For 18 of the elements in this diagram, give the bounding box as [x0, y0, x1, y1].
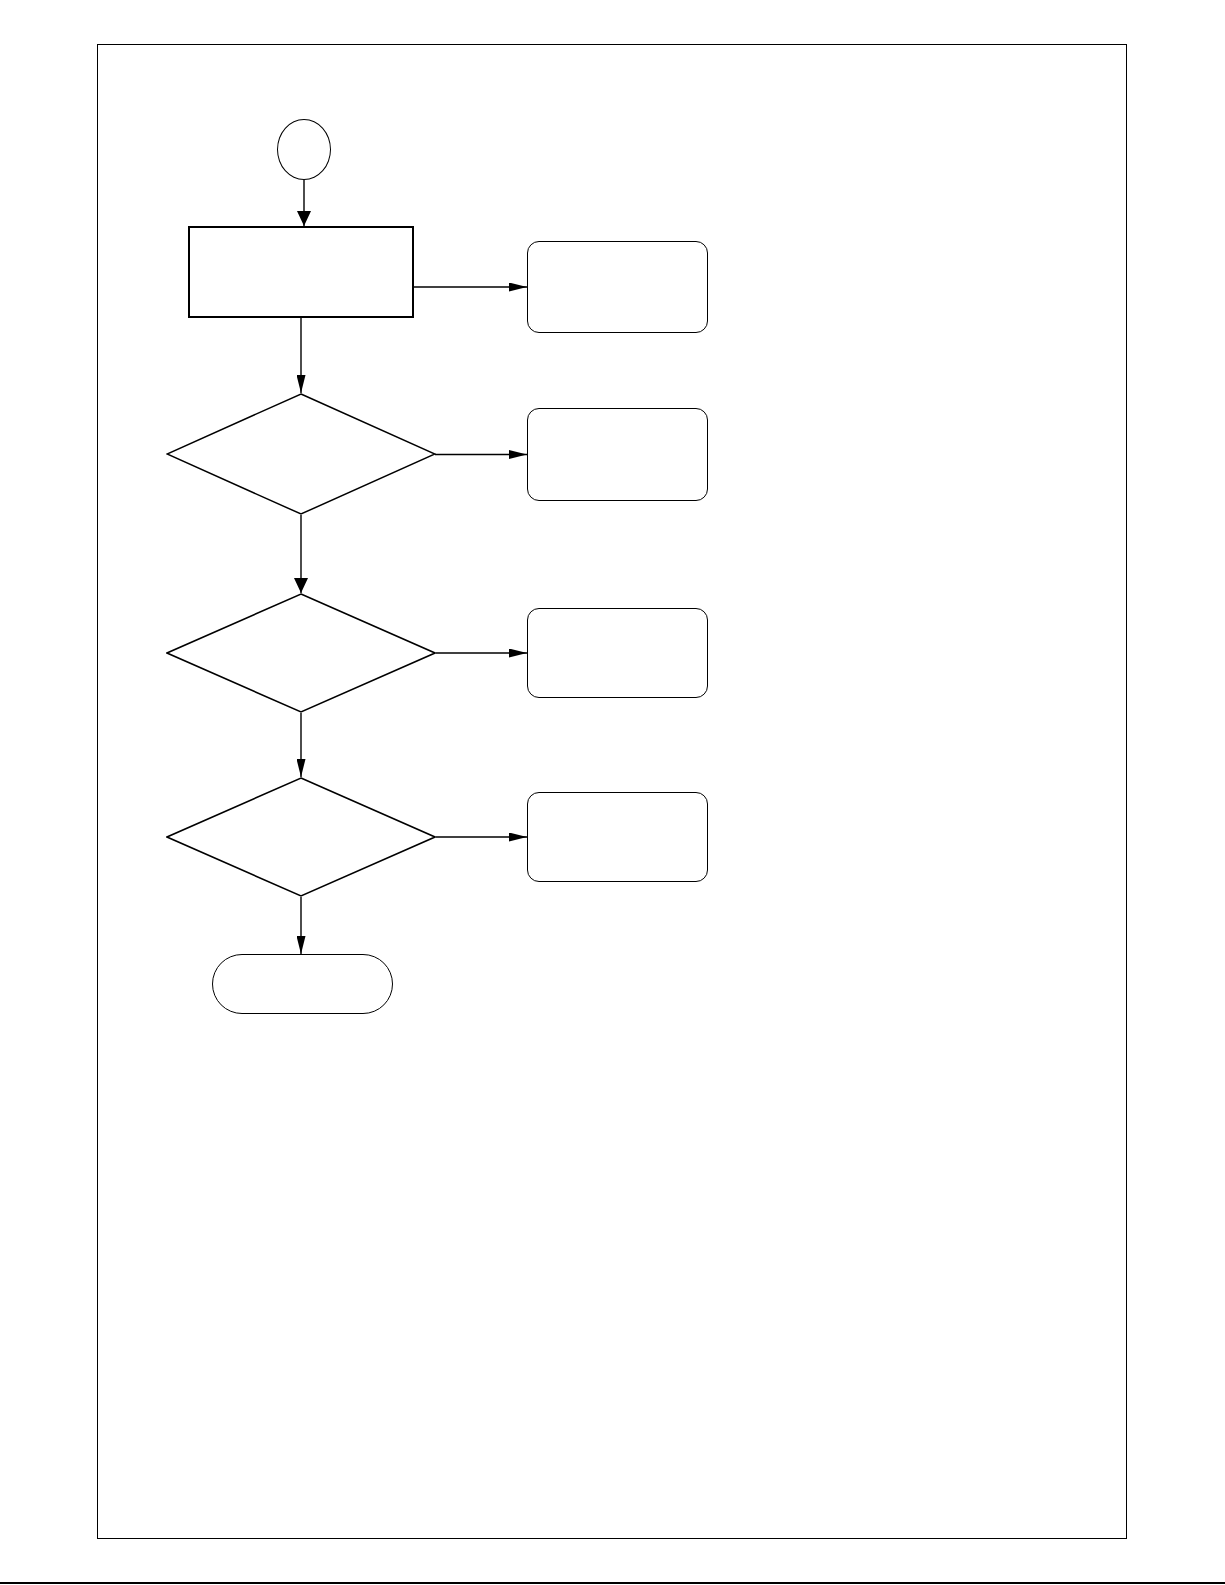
rounded-box: [527, 608, 708, 698]
arrow: [296, 896, 306, 955]
arrow: [413, 282, 528, 292]
arrow: [435, 832, 528, 842]
terminal-pill: [212, 954, 393, 1014]
arrow: [434, 450, 528, 459]
decision-diamond: [166, 777, 436, 897]
rounded-box: [527, 241, 708, 333]
arrow: [297, 179, 311, 227]
arrow: [294, 514, 308, 594]
rounded-box: [527, 408, 708, 501]
arrow: [296, 317, 306, 394]
decision-diamond: [166, 393, 436, 515]
arrow: [435, 648, 528, 658]
rounded-box: [527, 792, 708, 882]
arrow: [296, 712, 306, 778]
decision-diamond: [166, 593, 436, 713]
process-box: [188, 226, 414, 318]
